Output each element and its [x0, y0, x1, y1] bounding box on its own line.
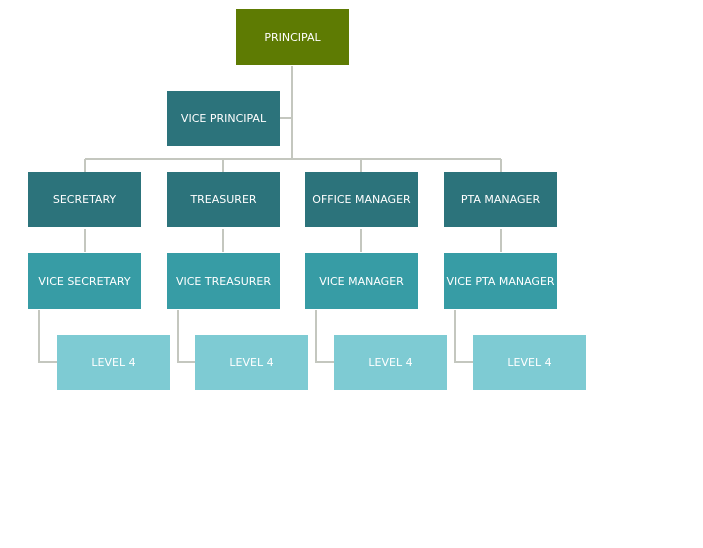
treasurer-level4-connector [177, 310, 195, 363]
vice-pta-manager-box: VICE PTA MANAGER [444, 253, 557, 309]
treasurer-box: TREASURER [167, 172, 280, 227]
office-manager-box: OFFICE MANAGER [305, 172, 418, 227]
vice-treasurer-box: VICE TREASURER [167, 253, 280, 309]
office-manager-level4-connector [315, 310, 334, 363]
vice-manager-box: VICE MANAGER [305, 253, 418, 309]
vice-principal-box: VICE PRINCIPAL [167, 91, 280, 146]
pta-manager-level4-connector [454, 310, 473, 363]
pta-manager-box: PTA MANAGER [444, 172, 557, 227]
secretary-level4-connector [38, 310, 57, 363]
treasurer-level4-box: LEVEL 4 [195, 335, 308, 390]
office-manager-level4-box: LEVEL 4 [334, 335, 447, 390]
principal-box: PRINCIPAL [236, 9, 349, 65]
secretary-box: SECRETARY [28, 172, 141, 227]
secretary-level4-box: LEVEL 4 [57, 335, 170, 390]
vice-secretary-box: VICE SECRETARY [28, 253, 141, 309]
pta-manager-level4-box: LEVEL 4 [473, 335, 586, 390]
